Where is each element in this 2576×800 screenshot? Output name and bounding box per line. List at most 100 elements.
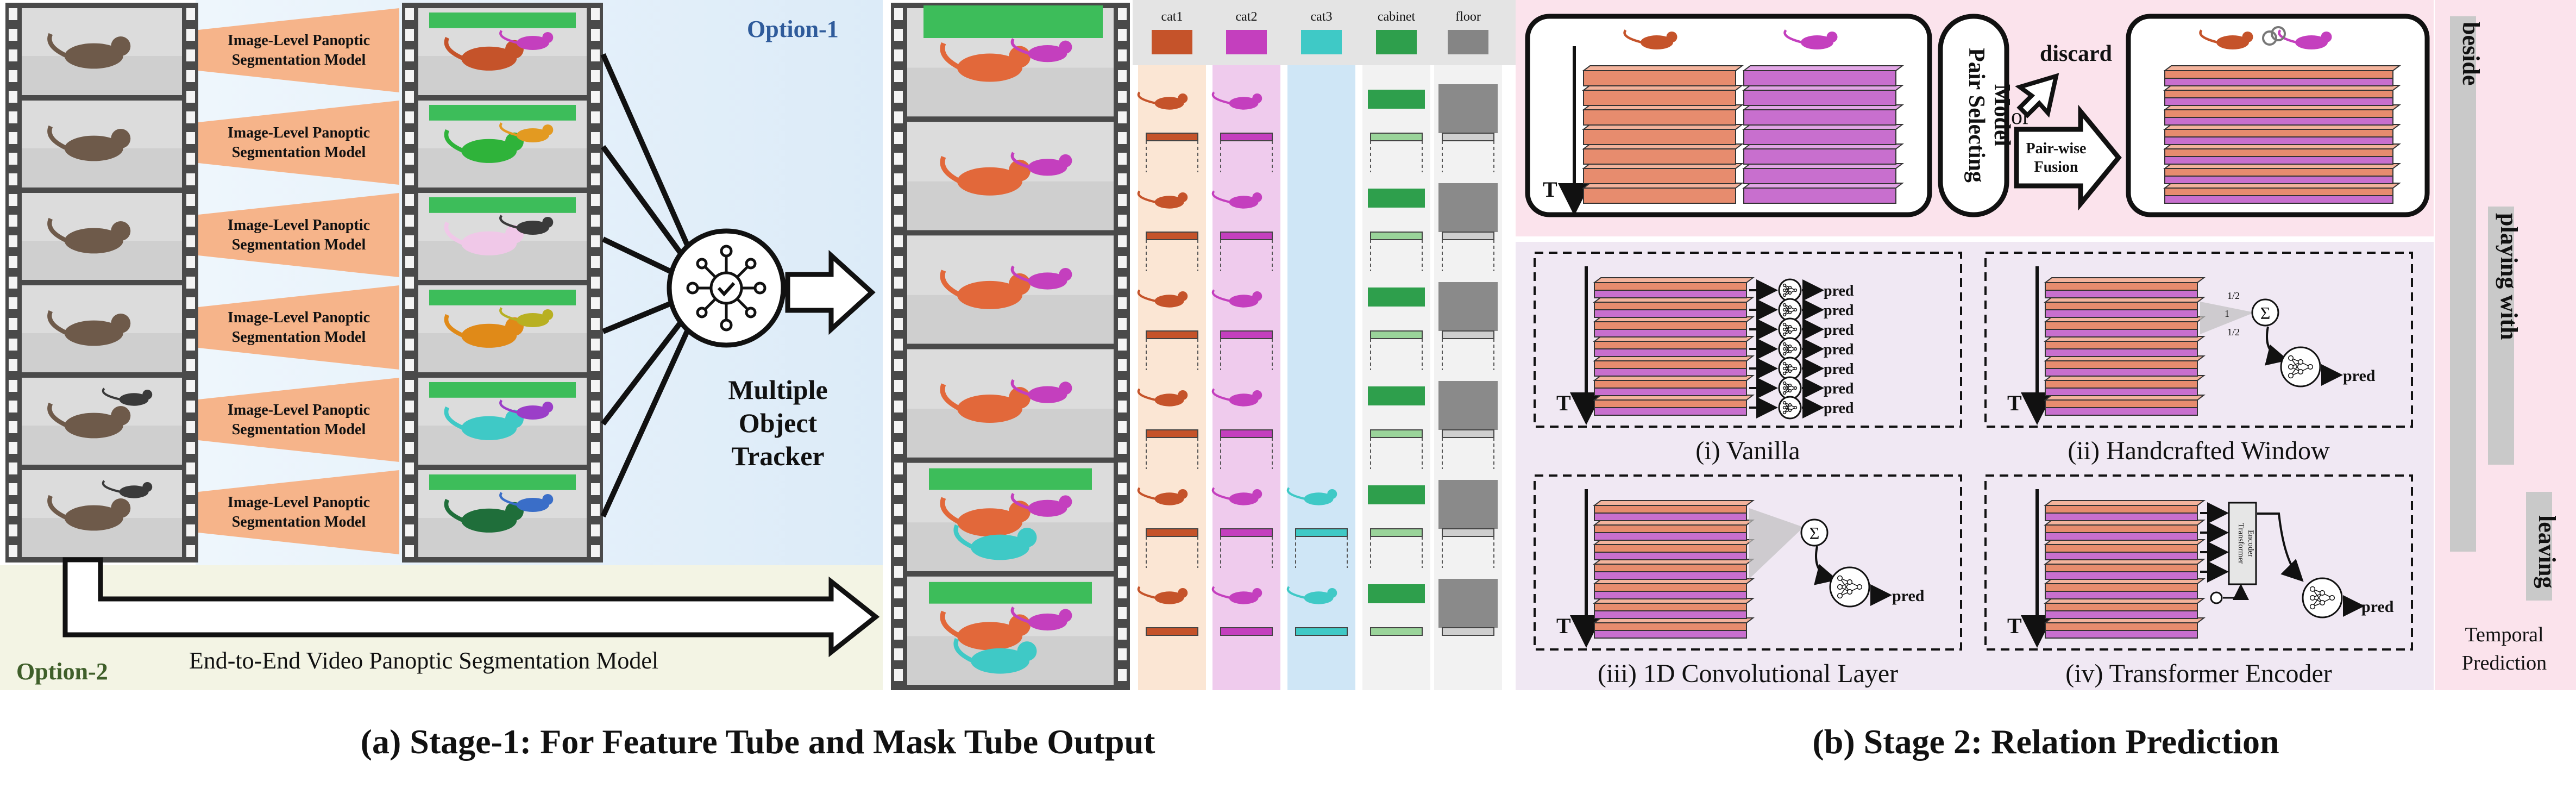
tube-cat-mask: [1154, 591, 1184, 604]
feature-slab: [1743, 90, 1896, 106]
film-hole: [894, 339, 903, 351]
film-hole: [1118, 586, 1127, 598]
film-hole: [591, 91, 600, 103]
feature-slice: [1220, 330, 1273, 339]
film-hole: [186, 173, 195, 185]
film-hole: [591, 380, 600, 392]
film-hole: [405, 111, 414, 123]
cat-photo-2: [119, 485, 149, 498]
feature-slab: [1743, 70, 1896, 86]
cabinet-mask: [429, 105, 576, 121]
feature-slice: [1220, 133, 1273, 141]
tube-cat-mask-head: [1327, 588, 1337, 598]
film-hole: [591, 194, 600, 206]
tube-label-floor: floor: [1455, 10, 1481, 24]
film-hole: [9, 483, 17, 495]
fused-slab-purple: [2045, 368, 2198, 377]
relation-label-playing-with: playing with: [2496, 213, 2522, 340]
film-hole: [894, 91, 903, 103]
film-hole: [405, 421, 414, 433]
film-hole: [9, 297, 17, 309]
fused-slab-purple: [2045, 552, 2198, 560]
film-hole: [9, 8, 17, 20]
tube-cat-mask: [1304, 492, 1334, 505]
mlp-node: [2309, 586, 2316, 592]
film-hole: [9, 462, 17, 474]
fused-slab-top: [2044, 617, 2206, 623]
film-hole: [405, 524, 414, 536]
feature-slice: [1220, 429, 1273, 438]
fused-slab-orange: [2045, 622, 2198, 631]
cat-tail: [1211, 190, 1231, 203]
fused-slab-top: [1593, 578, 1755, 584]
film-hole: [186, 49, 195, 61]
mlp-node: [1782, 327, 1787, 332]
mlp-edge: [2312, 589, 2323, 603]
fused-slab-top: [1593, 297, 1755, 303]
feature-slab-top: [1582, 183, 1744, 189]
mlp-edge: [2290, 358, 2301, 372]
mlp-icon: [1778, 396, 1802, 420]
cat1-mask: [957, 167, 1022, 196]
cat-tail: [1286, 487, 1306, 500]
fused-slab-top: [1593, 355, 1755, 361]
feature-slab: [1743, 168, 1896, 184]
cat-photo-2-head: [142, 390, 153, 399]
fused-slab-orange: [1594, 603, 1747, 611]
tube-cat-mask-head: [1178, 489, 1188, 499]
cat-mask: [461, 46, 517, 71]
cat-mask-2: [516, 498, 549, 512]
sum-circle: [1800, 518, 1829, 547]
fused-slab-purple: [2045, 388, 2198, 396]
cat-tail: [1211, 289, 1231, 302]
film-hole: [591, 504, 600, 516]
film-hole: [405, 297, 414, 309]
selected-cat2-icon: [1801, 35, 1833, 49]
tube-cat-mask: [1154, 196, 1184, 209]
fused-slab-purple: [2164, 78, 2393, 86]
cat2-mask-head: [1059, 382, 1072, 395]
tracker-label-line1: Multiple: [728, 374, 827, 405]
fused-slab-purple: [2164, 136, 2393, 145]
film-hole: [591, 215, 600, 227]
cat-tail: [1137, 190, 1157, 203]
film-hole: [405, 277, 414, 289]
film-hole: [591, 235, 600, 247]
fused-slab-top: [2044, 355, 2206, 361]
sum-circle: [2251, 298, 2279, 327]
fused-slab-purple: [2164, 117, 2393, 126]
mlp-edge: [2312, 592, 2323, 607]
network-icon: [686, 245, 766, 332]
film-hole: [591, 524, 600, 536]
cat-tail: [940, 383, 962, 411]
film-hole: [405, 8, 414, 20]
panel-caption: (ii) Handcrafted Window: [2068, 436, 2330, 465]
pred-label: pred: [1892, 587, 1925, 605]
feature-slab: [1583, 168, 1736, 184]
film-hole: [591, 153, 600, 165]
pred-label: pred: [1824, 400, 1854, 417]
film-hole: [894, 504, 903, 516]
film-hole: [405, 462, 414, 474]
cat-mask-2: [516, 36, 549, 50]
seg-model-label-line1: Image-Level Panoptic: [228, 32, 370, 49]
fused-slab-purple: [1594, 591, 1747, 599]
cat3-mask: [971, 534, 1029, 560]
feature-slab-top: [1582, 143, 1744, 149]
cat3-mask-head: [1017, 528, 1037, 548]
film-hole: [405, 256, 414, 268]
film-hole: [405, 339, 414, 351]
film-hole: [9, 235, 17, 247]
tube-floor-mask: [1438, 381, 1498, 430]
film-hole: [894, 462, 903, 474]
fused-slab-purple: [2045, 407, 2198, 416]
film-hole: [1118, 215, 1127, 227]
film-hole: [1118, 8, 1127, 20]
fused-slab-purple: [2045, 591, 2198, 599]
fused-slab-orange: [2164, 148, 2393, 157]
cat-tail: [1137, 586, 1157, 599]
feature-slab-top: [1742, 143, 1904, 149]
mlp-node: [2297, 359, 2304, 365]
